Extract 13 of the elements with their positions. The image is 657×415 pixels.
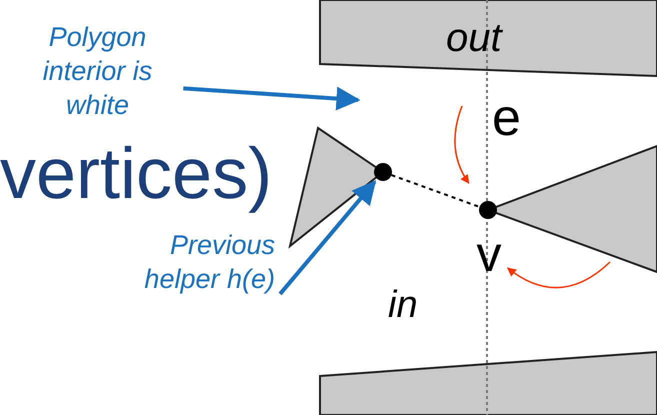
region-label: out xyxy=(446,18,502,58)
vertex-label: v xyxy=(472,228,506,280)
curved-arrow xyxy=(454,106,470,184)
annotation-text: Polygon interior is white xyxy=(15,20,180,122)
dashed-line xyxy=(391,174,480,208)
curved-arrow xyxy=(506,261,610,288)
vertex-dot xyxy=(479,201,497,219)
annotation-text: Previous helper h(e) xyxy=(105,228,275,296)
arrow xyxy=(278,180,376,296)
vertex-dot xyxy=(374,163,392,181)
region-label: in xyxy=(388,286,418,324)
variable-label: e xyxy=(492,92,521,144)
arrow xyxy=(183,86,360,111)
